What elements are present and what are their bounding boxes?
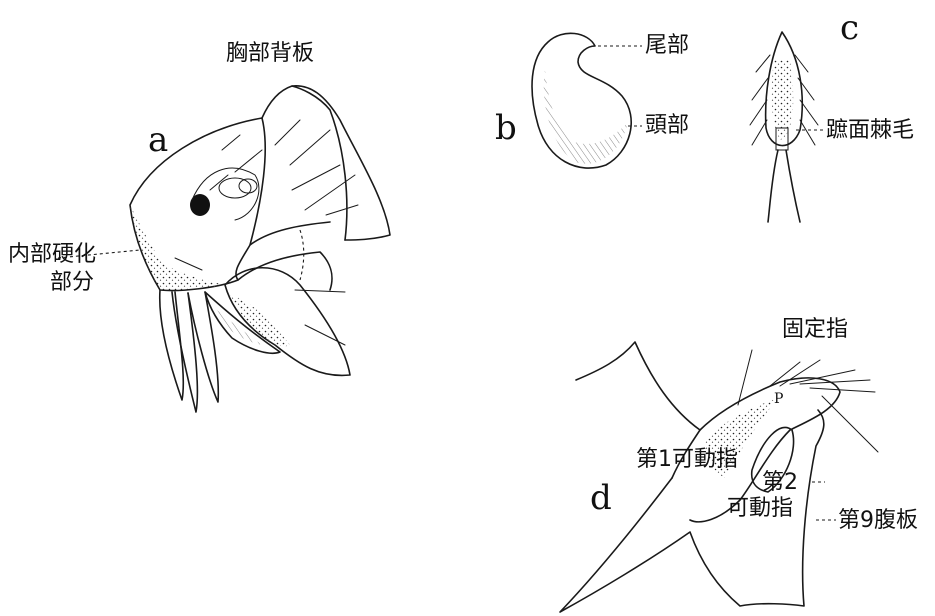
panel-d-drawing [560,342,878,612]
label-internal-sclerite-line2: 部分 [50,271,94,295]
panel-letter-c: c [840,8,859,48]
panel-a-drawing [58,86,390,412]
spermatheca-hatch [544,70,628,164]
label-internal-sclerite-line1: 内部硬化 [8,243,96,267]
palp-1 [160,290,184,400]
label-thoracic-tergite: 胸部背板 [226,42,314,66]
label-second-movable-finger-line1: 第2 [762,471,798,495]
panel-b-drawing [532,33,642,168]
claws [768,150,800,222]
label-tail: 尾部 [645,34,689,58]
label-p-mark: P [774,392,783,407]
antenna-segment-2 [239,179,257,193]
label-sole-bristle: 蹠面棘毛 [826,119,914,143]
palp-2 [172,292,197,412]
fixed-finger-bristles [738,350,878,452]
label-fixed-finger: 固定指 [782,318,848,342]
panel-letter-d: d [590,478,612,518]
head-bristles [175,120,358,345]
label-head: 頭部 [645,114,689,138]
panel-letter-b: b [495,108,517,148]
label-ninth-sternite: 第9腹板 [838,509,918,533]
label-first-movable-finger: 第1可動指 [636,448,738,472]
label-second-movable-finger-line2: 可動指 [727,497,793,521]
antenna-segment [219,178,251,198]
tergite-1 [262,86,347,240]
head-stipple [130,205,225,290]
panel-letter-a: a [148,120,168,160]
tergite-2 [292,86,390,240]
panel-c-drawing [750,32,823,222]
thorax-segments [238,222,332,290]
